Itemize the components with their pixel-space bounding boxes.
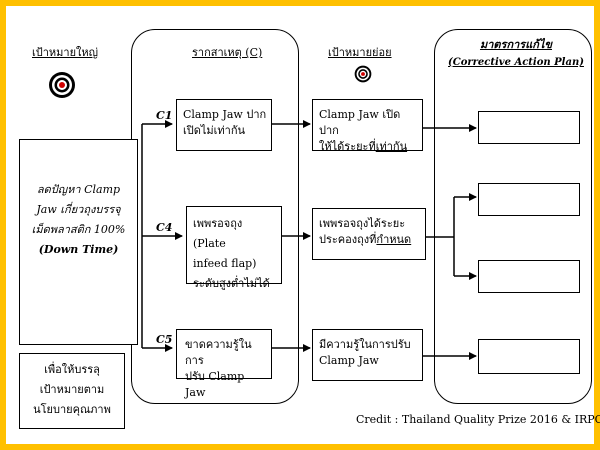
- sub-goal-1-line2b: เท่ากัน: [375, 140, 408, 153]
- cause-c4-line3: ระดับสูงต่ำไม่ได้: [193, 277, 270, 290]
- sub-goal-2-line2a: ประคองถุงที่: [319, 233, 377, 246]
- main-goal-line1: ลดปัญหา Clamp: [36, 183, 121, 196]
- sub-goal-2-line1: เพพรอจถุงได้ระยะ: [319, 217, 406, 230]
- sub-goal-2-line2b: กำหนด: [376, 233, 412, 246]
- cause-c5-line1: ขาดความรู้ในการ: [185, 338, 252, 367]
- header-measures: มาตรการแก้ไข: [479, 38, 553, 51]
- policy-line2: เป้าหมายตาม: [39, 383, 105, 396]
- cause-label-c1: C1: [156, 109, 173, 122]
- cause-label-c5: C5: [156, 333, 173, 346]
- cause-box-c1: Clamp Jaw ปาก เปิดไม่เท่ากัน: [176, 99, 272, 151]
- measure-box-1: [478, 111, 580, 144]
- target-icon: [49, 72, 75, 98]
- sub-goal-1-line2a: ให้ได้ระยะที่: [319, 140, 376, 153]
- connector-lines: [141, 120, 477, 360]
- cause-c1-line1: Clamp Jaw ปาก: [183, 108, 267, 121]
- target-icon: [354, 65, 372, 83]
- policy-line1: เพื่อให้บรรลุ: [44, 363, 100, 376]
- cause-c5-line2: ปรับ Clamp Jaw: [185, 370, 245, 399]
- header-sub-goal: เป้าหมายย่อย: [328, 46, 392, 59]
- diagram-canvas: เป้าหมายใหญ่ รากสาเหตุ (C) เป้าหมายย่อย …: [6, 6, 600, 444]
- cause-c4-line1: เพพรอจถุง (Plate: [193, 217, 243, 250]
- sub-goal-1-line1: Clamp Jaw เปิดปาก: [319, 108, 401, 137]
- main-goal-line2: Jaw เกี่ยวถุงบรรจุ: [36, 203, 121, 216]
- cause-box-c4: เพพรอจถุง (Plate infeed flap) ระดับสูงต่…: [186, 206, 282, 290]
- measure-box-2: [478, 183, 580, 216]
- measure-box-4: [478, 339, 580, 374]
- cause-box-c5: ขาดความรู้ในการ ปรับ Clamp Jaw: [176, 329, 272, 399]
- credit-text: Credit : Thailand Quality Prize 2016 & I…: [356, 413, 600, 426]
- cause-c1-line2: เปิดไม่เท่ากัน: [183, 124, 246, 137]
- sub-goal-box-2: เพพรอจถุงได้ระยะ ประคองถุงที่กำหนด: [312, 208, 426, 260]
- sub-goal-box-1: Clamp Jaw เปิดปาก ให้ได้ระยะที่เท่ากัน: [312, 99, 423, 153]
- cause-c4-line2: infeed flap): [193, 257, 257, 270]
- cause-label-c4: C4: [156, 221, 173, 234]
- measure-box-3: [478, 260, 580, 293]
- sub-goal-box-3: มีความรู้ในการปรับ Clamp Jaw: [312, 329, 423, 381]
- header-main-goal: เป้าหมายใหญ่: [32, 46, 99, 59]
- header-root-cause: รากสาเหตุ (C): [192, 46, 263, 59]
- main-goal-line4: (Down Time): [38, 243, 119, 256]
- policy-box: เพื่อให้บรรลุ เป้าหมายตาม นโยบายคุณภาพ: [19, 353, 125, 429]
- header-measures-sub: (Corrective Action Plan): [448, 57, 584, 68]
- main-goal-box: ลดปัญหา Clamp Jaw เกี่ยวถุงบรรจุ เม็ดพลา…: [19, 139, 138, 345]
- main-goal-line3: เม็ดพลาสติก 100%: [31, 223, 126, 236]
- sub-goal-3-line2: Clamp Jaw: [319, 354, 379, 367]
- measures-panel: [434, 29, 592, 404]
- sub-goal-3-line1: มีความรู้ในการปรับ: [319, 338, 411, 351]
- policy-line3: นโยบายคุณภาพ: [33, 403, 111, 416]
